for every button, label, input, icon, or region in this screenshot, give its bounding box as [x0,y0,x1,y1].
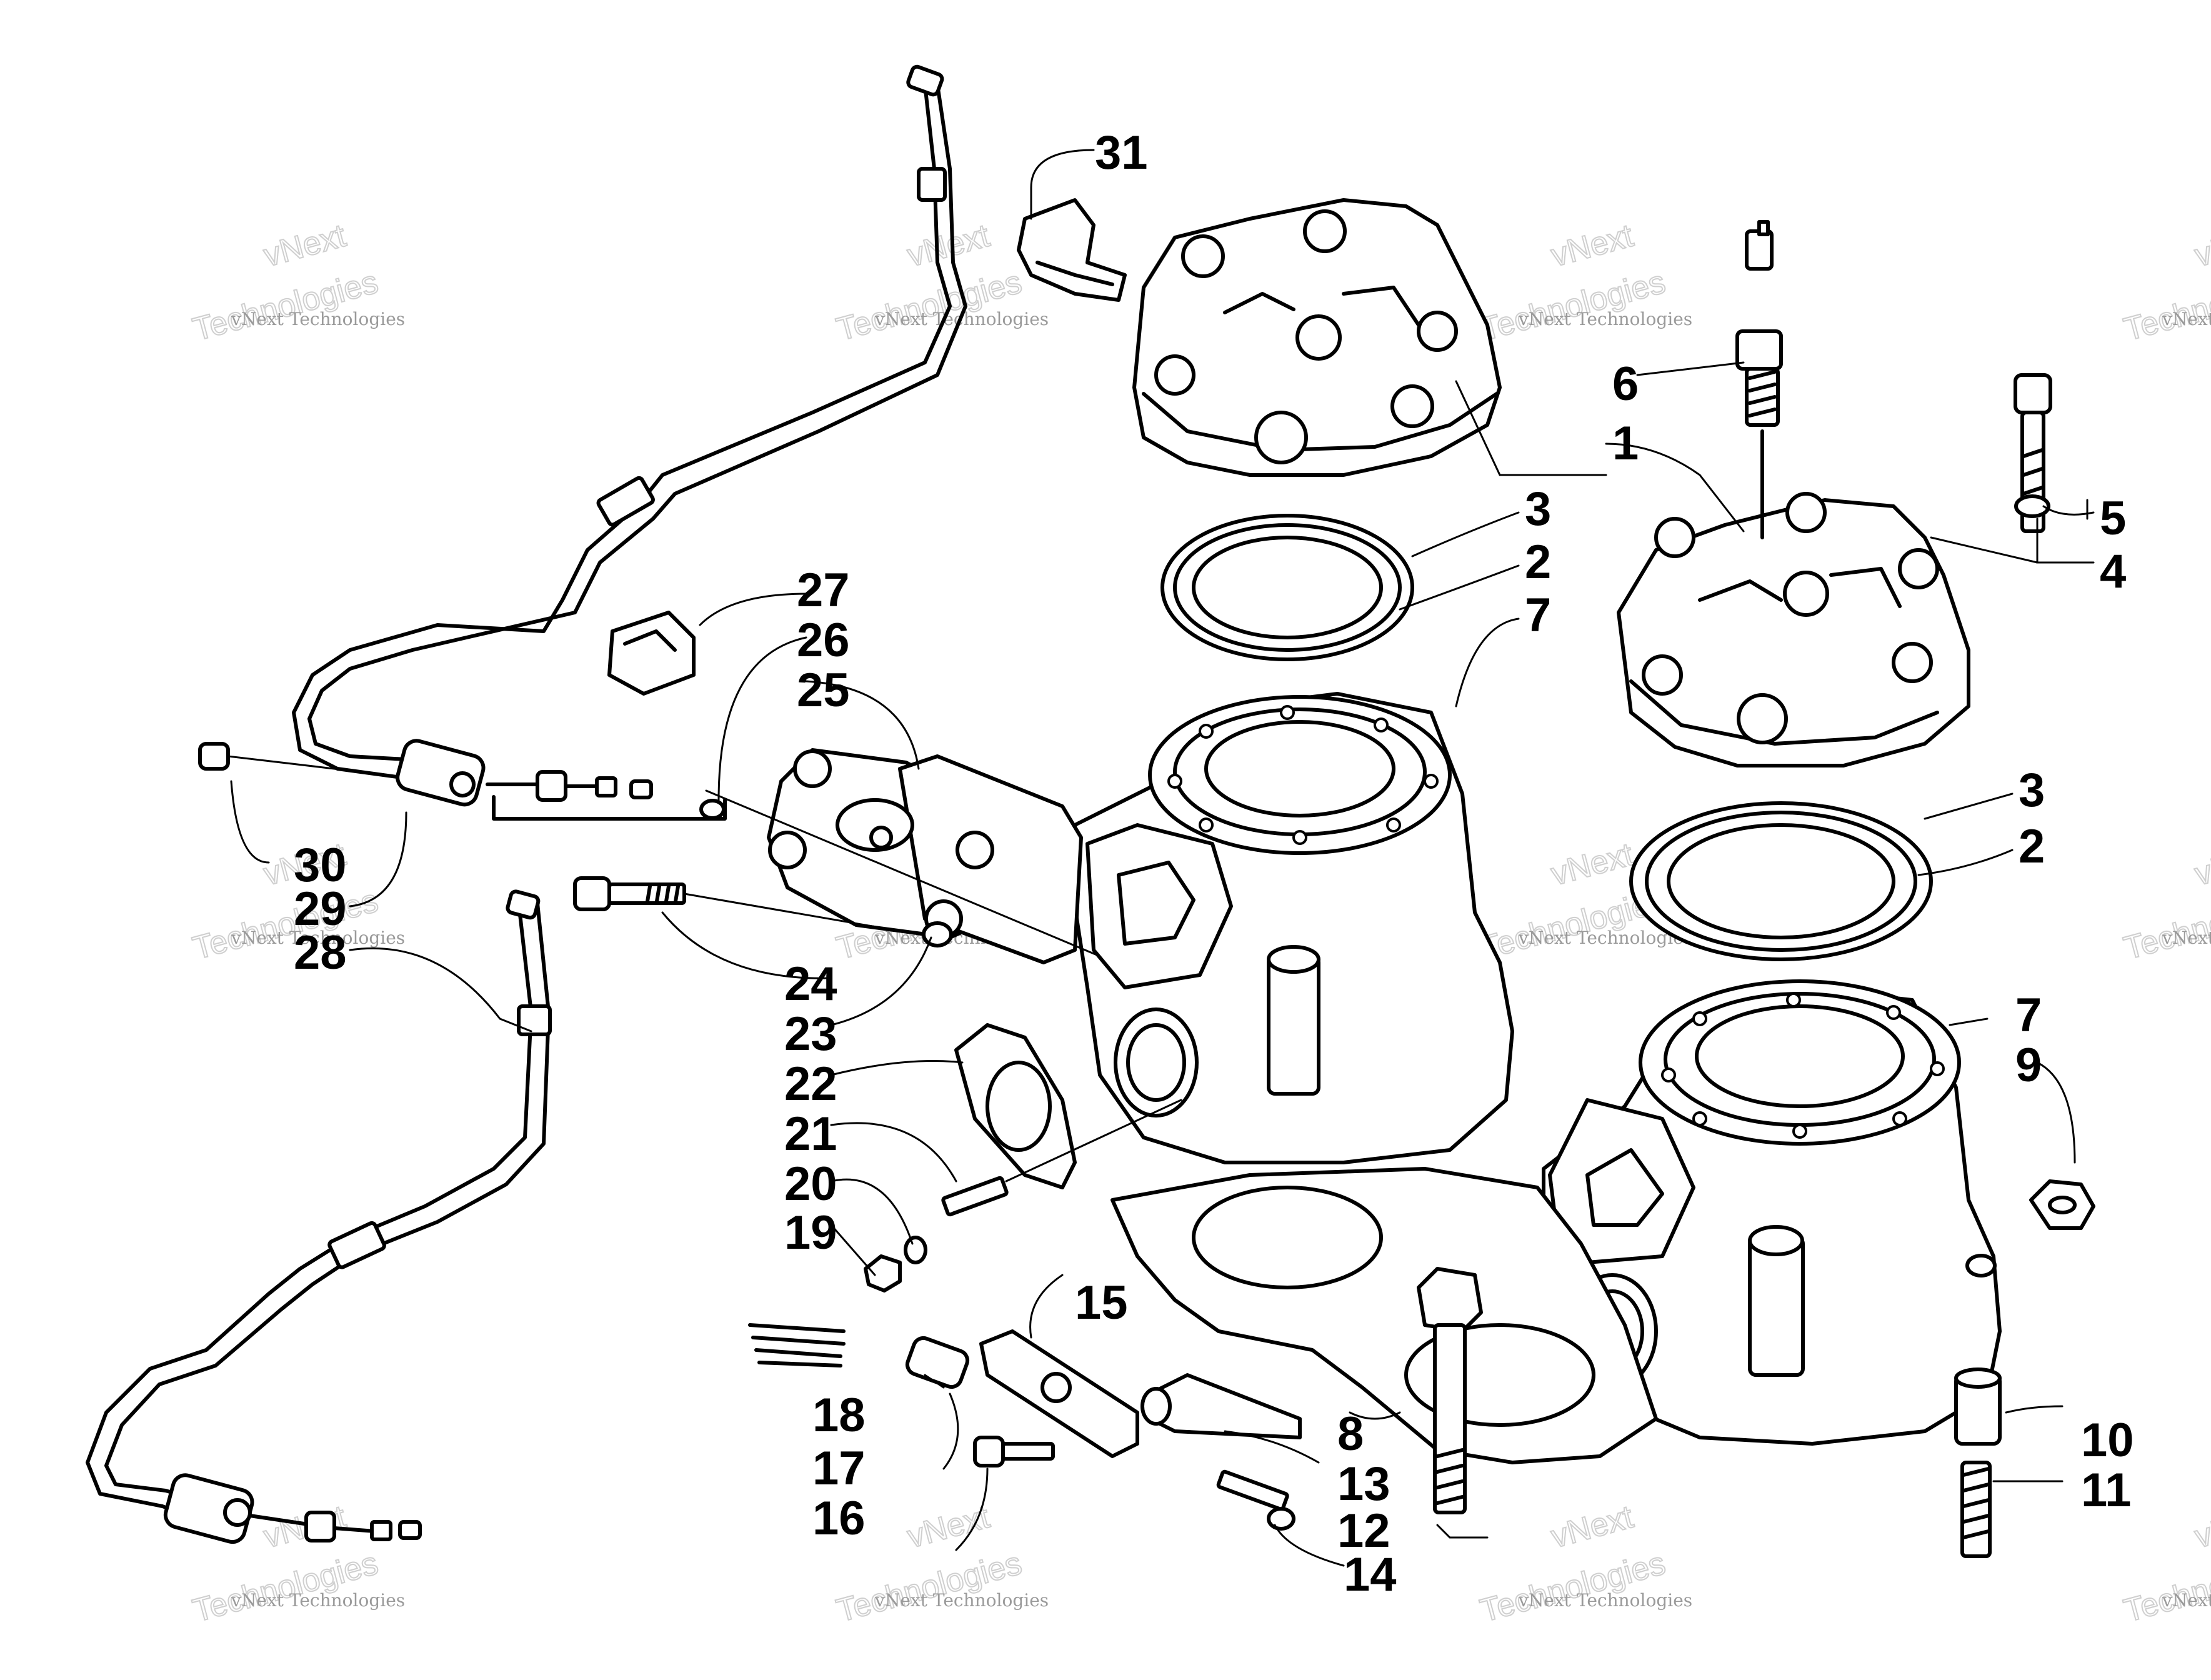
long-bolt [1417,1267,1483,1514]
head-gasket-upper [1160,514,1414,661]
callout-22: 22 [784,1058,837,1111]
svg-text:vNext Technologies: vNext Technologies [231,1590,405,1611]
svg-text:vNext Technologies: vNext Technologies [1518,309,1692,329]
callout-16: 16 [812,1492,866,1545]
svg-text:Technologies: Technologies [833,1545,1026,1629]
svg-text:vNext: vNext [2191,1499,2211,1556]
leader-lines [230,149,2095,1567]
watermark: vNext Technologies vNext Technologies [2120,836,2211,968]
watermark: vNext Technologies vNext Technologies [2120,1498,2211,1630]
watermark: vNext Technologies vNext Technologies [1476,1498,1692,1630]
svg-text:vNext Technologies: vNext Technologies [2162,928,2211,948]
lower-exhaust-valve-cable [86,889,552,1544]
callout-3-lower: 3 [2019,764,2045,817]
exhaust-gasket [954,1023,1077,1189]
callout-20: 20 [784,1158,837,1211]
svg-text:vNext Technologies: vNext Technologies [231,309,405,329]
svg-text:vNext Technologies: vNext Technologies [2162,309,2211,329]
spark-plug [1735,220,1783,539]
svg-text:vNext: vNext [1547,1499,1637,1556]
valve-linkage-parts [748,1323,1302,1531]
upper-exhaust-valve-cable [198,64,967,821]
cylinder-head-left [1132,198,1502,477]
svg-text:vNext: vNext [904,1499,994,1556]
svg-text:vNext Technologies: vNext Technologies [231,928,405,948]
svg-text:Technologies: Technologies [833,264,1026,348]
callout-28: 28 [294,926,347,979]
stud-washer-nut [864,1099,1182,1292]
callout-13: 13 [1337,1458,1390,1511]
svg-text:vNext: vNext [904,218,994,274]
callout-1: 1 [1612,417,1639,470]
cable-clip-31 [1017,198,1127,302]
head-bolt-and-washer [2014,373,2052,533]
callout-5: 5 [2100,492,2126,545]
svg-text:Technologies: Technologies [2120,1545,2211,1629]
callout-2-upper: 2 [1525,536,1551,589]
callout-2-lower: 2 [2019,820,2045,873]
svg-text:Technologies: Technologies [1477,1545,1669,1629]
callout-18: 18 [812,1389,866,1442]
callout-31: 31 [1095,126,1148,179]
svg-text:Technologies: Technologies [2120,882,2211,967]
cylinder-left [1073,692,1514,1164]
callout-8: 8 [1337,1408,1364,1461]
svg-text:vNext Technologies: vNext Technologies [1518,1590,1692,1611]
callout-11: 11 [2081,1464,2131,1517]
callout-4: 4 [2100,545,2126,598]
callout-17: 17 [812,1442,866,1495]
callout-27: 27 [797,564,850,617]
callout-30: 30 [294,839,347,892]
cylinder-head-right [1617,492,1970,768]
callout-23: 23 [784,1008,837,1061]
nut-spacer-stud [1954,1179,2095,1558]
callout-21: 21 [784,1108,837,1161]
callout-labels: 31 6 1 5 4 3 2 7 3 2 7 9 10 11 27 26 25 … [294,126,2134,1601]
svg-text:vNext Technologies: vNext Technologies [874,1590,1049,1611]
callout-14: 14 [1344,1548,1397,1601]
callout-3-upper: 3 [1525,482,1551,536]
callout-12: 12 [1337,1504,1390,1558]
svg-text:Technologies: Technologies [189,264,382,348]
callout-26: 26 [797,614,850,667]
block-27 [607,611,696,696]
watermark: vNext Technologies vNext Technologies [189,217,405,349]
valve-cover [705,748,1101,964]
svg-text:vNext: vNext [1547,836,1637,893]
callout-6: 6 [1612,358,1639,411]
callout-29: 29 [294,882,347,936]
callout-7-lower: 7 [2015,989,2042,1042]
svg-text:vNext: vNext [2191,836,2211,893]
svg-text:vNext: vNext [2191,218,2211,274]
callout-9: 9 [2015,1039,2042,1092]
callout-15: 15 [1075,1276,1128,1329]
base-gasket [1110,1167,1658,1464]
svg-text:Technologies: Technologies [189,1545,382,1629]
head-gasket-lower [1629,801,1933,961]
watermark: vNext Technologies vNext Technologies [1476,217,1692,349]
svg-text:vNext: vNext [260,218,350,274]
callout-25: 25 [797,664,850,717]
svg-text:Technologies: Technologies [1477,264,1669,348]
svg-text:Technologies: Technologies [189,882,382,967]
watermark: vNext Technologies vNext Technologies [2120,217,2211,349]
callout-19: 19 [784,1206,837,1259]
callout-7-upper: 7 [1525,589,1551,642]
cover-bolt [573,876,939,939]
callout-24: 24 [784,958,837,1011]
svg-text:Technologies: Technologies [2120,264,2211,348]
callout-10: 10 [2081,1414,2134,1467]
svg-text:vNext Technologies: vNext Technologies [2162,1590,2211,1611]
svg-text:vNext: vNext [1547,218,1637,274]
